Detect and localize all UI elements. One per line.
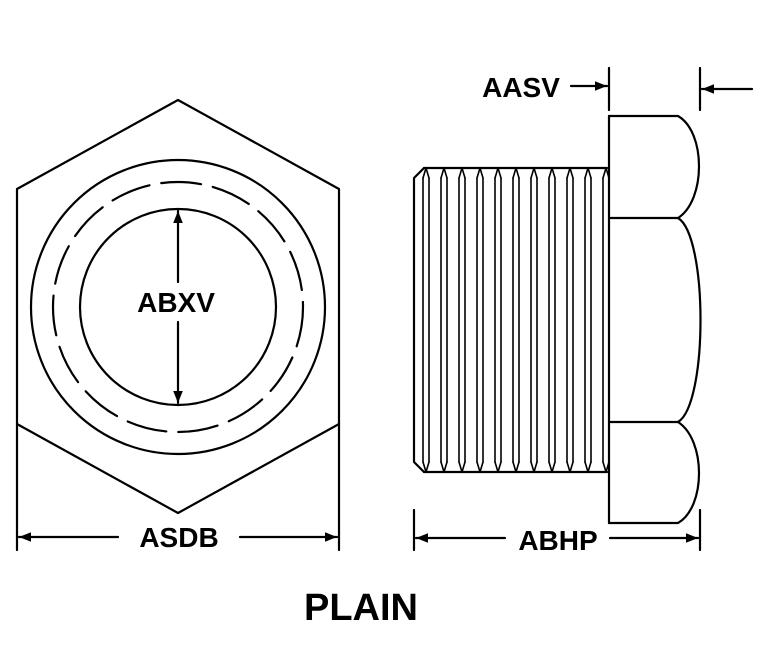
outer-thread-circle bbox=[29, 158, 327, 456]
thread-crest-top bbox=[476, 167, 484, 179]
thread-crest-top bbox=[530, 167, 538, 179]
bore-circle bbox=[78, 207, 278, 407]
label-abhp: ABHP bbox=[518, 525, 597, 556]
label-abxv: ABXV bbox=[137, 287, 215, 318]
thread-end-chamfer bbox=[412, 166, 426, 474]
label-aasv: AASV bbox=[482, 72, 560, 103]
thread-grooves bbox=[422, 167, 610, 473]
thread-crest-bottom bbox=[584, 461, 592, 473]
head-top-flat bbox=[607, 114, 701, 220]
thread-crest-bottom bbox=[566, 461, 574, 473]
thread-crest-top bbox=[494, 167, 502, 179]
thread-crest-bottom bbox=[458, 461, 466, 473]
thread-crest-bottom bbox=[422, 461, 430, 473]
thread-crest-top bbox=[584, 167, 592, 179]
thread-crest-top bbox=[512, 167, 520, 179]
head-middle-flat bbox=[676, 216, 702, 424]
label-asdb: ASDB bbox=[139, 522, 218, 553]
thread-crest-top bbox=[566, 167, 574, 179]
thread-crest-bottom bbox=[512, 461, 520, 473]
thread-crest-top bbox=[440, 167, 448, 179]
thread-crest-bottom bbox=[476, 461, 484, 473]
side-view bbox=[412, 66, 754, 552]
thread-crest-bottom bbox=[548, 461, 556, 473]
thread-crest-top bbox=[422, 167, 430, 179]
caption-plain: PLAIN bbox=[304, 587, 418, 629]
thread-crest-bottom bbox=[494, 461, 502, 473]
hexagon-outline bbox=[15, 98, 341, 515]
thread-crest-bottom bbox=[440, 461, 448, 473]
dashed-thread-circle bbox=[51, 180, 305, 434]
thread-crest-top bbox=[548, 167, 556, 179]
hex-end-view bbox=[15, 98, 341, 552]
thread-crest-bottom bbox=[530, 461, 538, 473]
head-bottom-flat bbox=[607, 420, 701, 525]
thread-crest-top bbox=[458, 167, 466, 179]
